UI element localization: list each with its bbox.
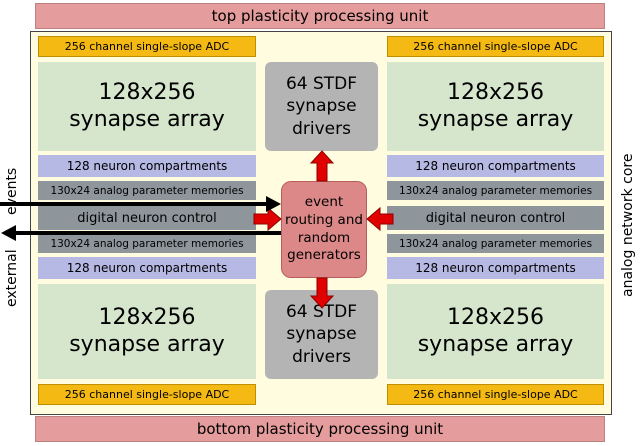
neuron-compartments-top-left: 128 neuron compartments	[38, 155, 256, 177]
top-plasticity-label: top plasticity processing unit	[211, 7, 429, 25]
adc-bar-bottom-left: 256 channel single-slope ADC	[38, 384, 256, 405]
adc-bar-top-left: 256 channel single-slope ADC	[38, 36, 256, 57]
parameter-memories-top-left: 130x24 analog parameter memories	[38, 181, 256, 200]
parameter-memories-top-right: 130x24 analog parameter memories	[387, 181, 604, 200]
synapse-array-top-right: 128x256 synapse array	[387, 62, 604, 151]
synapse-array-bottom-right: 128x256 synapse array	[387, 284, 604, 379]
stdf-drivers-top: 64 STDF synapse drivers	[265, 62, 378, 151]
bottom-plasticity-label: bottom plasticity processing unit	[196, 420, 444, 438]
digital-neuron-control-right: digital neuron control	[387, 206, 604, 230]
neuron-compartments-bottom-left: 128 neuron compartments	[38, 257, 256, 279]
bottom-plasticity-bar: bottom plasticity processing unit	[35, 416, 605, 442]
neuron-compartments-top-right: 128 neuron compartments	[387, 155, 604, 177]
top-plasticity-bar: top plasticity processing unit	[35, 3, 605, 29]
synapse-array-bottom-left: 128x256 synapse array	[38, 284, 256, 379]
external-events-label: external events	[4, 167, 20, 307]
adc-bar-bottom-right: 256 channel single-slope ADC	[387, 384, 604, 405]
neuron-compartments-bottom-right: 128 neuron compartments	[387, 257, 604, 279]
parameter-memories-bottom-left: 130x24 analog parameter memories	[38, 234, 256, 253]
event-routing-block: event routing and random generators	[281, 181, 367, 278]
analog-network-core-label: analog network core	[620, 153, 636, 298]
stdf-drivers-bottom: 64 STDF synapse drivers	[265, 290, 378, 379]
synapse-array-top-left: 128x256 synapse array	[38, 62, 256, 151]
digital-neuron-control-left: digital neuron control	[38, 206, 256, 230]
parameter-memories-bottom-right: 130x24 analog parameter memories	[387, 234, 604, 253]
adc-bar-top-right: 256 channel single-slope ADC	[387, 36, 604, 57]
